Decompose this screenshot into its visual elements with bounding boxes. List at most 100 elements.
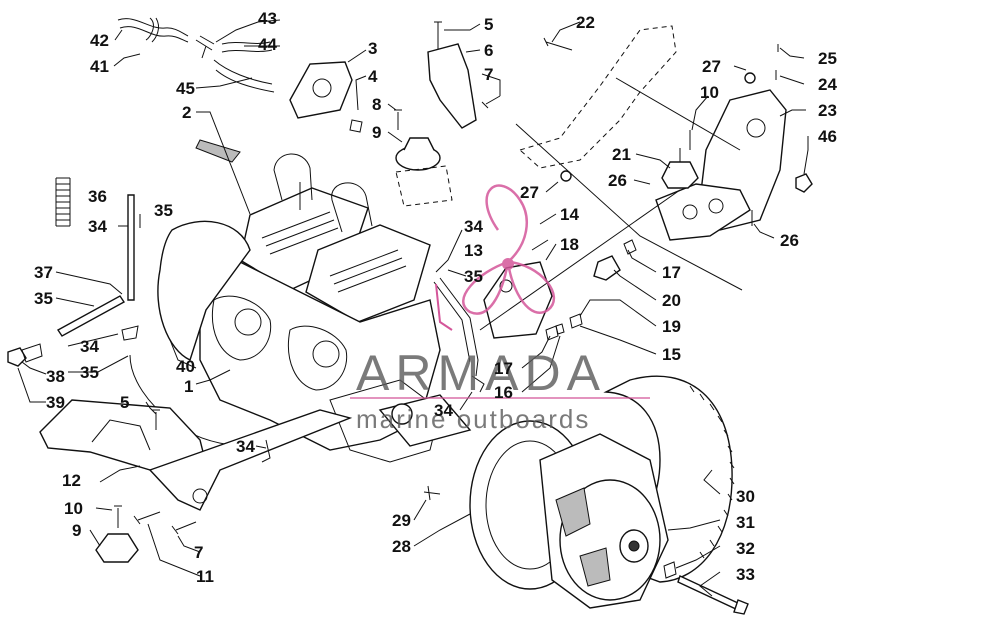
callout-5-lower: 5	[120, 393, 129, 412]
callout-14: 14	[560, 205, 579, 224]
callout-42: 42	[90, 31, 109, 50]
tee-fitting	[195, 35, 215, 59]
head-fins	[261, 211, 407, 293]
callout-27-right: 27	[702, 57, 721, 76]
gasket-2	[195, 139, 241, 163]
clutch-weights	[555, 487, 611, 587]
mount-bracket-26	[655, 183, 751, 241]
watermark-brand: ARMADA	[356, 345, 606, 401]
callout-6: 6	[484, 41, 493, 60]
callout-37: 37	[34, 263, 53, 282]
callout-35-mid-right: 35	[464, 267, 483, 286]
bolt-7-lower	[171, 521, 197, 535]
mount-9-body	[403, 137, 435, 151]
intake-port-left	[234, 308, 262, 336]
alignment-lines	[479, 77, 743, 331]
callout-24: 24	[818, 75, 837, 94]
mount-plate-hole	[746, 118, 766, 138]
callout-labels: 1 2 3 4 5 5 6 7 7 8 9 9 10 10 11 12 13 1…	[34, 9, 837, 586]
callout-28: 28	[392, 537, 411, 556]
bracket-3	[289, 61, 353, 119]
crankcase	[329, 379, 441, 463]
spark-plug-wire	[273, 153, 313, 210]
bolt-8	[394, 109, 402, 130]
callout-16: 16	[494, 383, 513, 402]
pto-end	[391, 403, 413, 425]
bolt-5-upper	[434, 21, 442, 50]
callout-35-top: 35	[154, 201, 173, 220]
cylinder-barrel-left	[212, 295, 272, 361]
oil-line	[433, 277, 479, 377]
callout-32: 32	[736, 539, 755, 558]
rail-hole	[192, 488, 208, 504]
callout-30: 30	[736, 487, 755, 506]
pink-fuel-line	[435, 283, 453, 331]
callout-19: 19	[662, 317, 681, 336]
callout-39: 39	[46, 393, 65, 412]
callout-33: 33	[736, 565, 755, 584]
clutch-hub-bore	[628, 540, 640, 552]
callout-17-center: 17	[494, 359, 513, 378]
callout-29: 29	[392, 511, 411, 530]
callout-31: 31	[736, 513, 755, 532]
spacer-20	[593, 255, 621, 281]
callout-34-upper-right: 34	[464, 217, 483, 236]
shaft-35-lower	[56, 295, 126, 337]
parts-drawing	[7, 17, 813, 615]
washer-15	[569, 313, 583, 329]
bolt-29	[423, 485, 441, 501]
callout-8: 8	[372, 95, 381, 114]
nut-27-right	[744, 72, 756, 84]
callout-10-lower: 10	[64, 499, 83, 518]
clip-4	[349, 119, 363, 133]
callout-34-left-upper: 34	[88, 217, 107, 236]
bolt-22	[543, 37, 573, 51]
fastener-34-center	[471, 375, 485, 393]
callout-27-center: 27	[520, 183, 539, 202]
callout-43: 43	[258, 9, 277, 28]
armada-watermark: ARMADA marine outboards	[350, 184, 650, 434]
engine-rail	[148, 409, 353, 511]
callout-35-left-upper: 35	[34, 289, 53, 308]
cylinder-head-right	[305, 224, 431, 323]
callout-2: 2	[182, 103, 191, 122]
callout-34-bottom-left: 34	[236, 437, 255, 456]
callout-25: 25	[818, 49, 837, 68]
spring-36	[55, 177, 71, 227]
hose-curved	[213, 59, 275, 93]
callout-20: 20	[662, 291, 681, 310]
shaft-35-upper	[127, 194, 135, 301]
armada-logo-icon	[462, 184, 556, 315]
callout-9-lower: 9	[72, 521, 81, 540]
fitting-34	[121, 325, 139, 341]
callout-40: 40	[176, 357, 195, 376]
callout-44: 44	[258, 35, 277, 54]
fitting-39	[21, 343, 43, 363]
bolt-33-head	[733, 599, 749, 615]
washer-16	[555, 323, 565, 335]
watermark-tagline: marine outboards	[356, 404, 590, 434]
callout-5-upper: 5	[484, 15, 493, 34]
callout-26-left: 26	[608, 171, 627, 190]
bracket-18-hole	[499, 279, 513, 293]
callout-1: 1	[184, 377, 193, 396]
callout-35-left-lower: 35	[80, 363, 99, 382]
callout-21: 21	[612, 145, 631, 164]
callout-9-upper: 9	[372, 123, 381, 142]
fastener-5-lower	[152, 409, 160, 430]
callout-17-right: 17	[662, 263, 681, 282]
bolt-11	[133, 511, 161, 525]
mount-9-lower	[95, 533, 139, 563]
bracket-26-hole-a	[682, 204, 698, 220]
callout-26-right: 26	[780, 231, 799, 250]
recoil-housing-40	[157, 220, 251, 361]
callout-10-right: 10	[700, 83, 719, 102]
callout-18: 18	[560, 235, 579, 254]
washer-32	[663, 561, 677, 579]
washer-19	[623, 239, 637, 255]
callout-15: 15	[662, 345, 681, 364]
spark-plug-wire-2	[331, 182, 373, 233]
callout-38: 38	[46, 367, 65, 386]
nut-46	[795, 173, 813, 193]
